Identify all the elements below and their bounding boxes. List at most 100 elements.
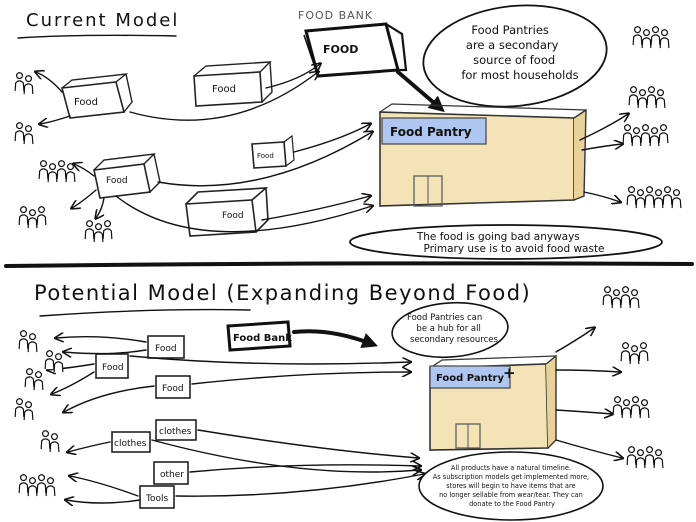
current-source-box-label: Food — [212, 84, 236, 95]
person-icon — [638, 342, 649, 362]
arrow-item-to-pantry — [151, 439, 420, 472]
people-group — [40, 430, 60, 453]
person-icon — [84, 220, 95, 240]
people-group — [14, 122, 34, 145]
arrow-pantry-to-people — [555, 439, 622, 458]
potential-food-pantry-building: Food Pantry + — [429, 354, 557, 451]
current-source-box-3: Food — [251, 134, 295, 169]
current-secondary-source-bubble: Food Pantries are a secondary source of … — [422, 4, 608, 108]
current-source-box-label: Food — [74, 97, 98, 108]
person-icon — [620, 286, 631, 306]
person-icon — [621, 399, 632, 419]
potential-hub-bubble: Food Pantries can be a hub for all secon… — [391, 301, 509, 359]
potential-item-box: Food — [147, 335, 185, 359]
person-icon — [629, 345, 640, 365]
svg-text:Food Pantries are a se: Food Pantries are a secondary source of … — [461, 23, 578, 82]
arrow-box-to-pantry — [115, 195, 372, 233]
person-icon — [33, 371, 44, 391]
arrow-item-to-people — [70, 476, 139, 497]
current-source-box-2: Food — [193, 61, 273, 107]
person-icon — [45, 477, 56, 497]
hub-bubble-line: Food Pantries can — [407, 313, 482, 323]
person-icon — [612, 396, 623, 416]
arrow-item-to-people — [66, 500, 141, 503]
current-model-section: Current Model FOOD BANK FOOD Food Food F… — [17, 4, 663, 260]
arrow-box-to-pantry — [261, 196, 370, 221]
potential-item-box: other — [153, 461, 189, 485]
timeline-note-line: All products have a natural timeline. — [451, 464, 571, 472]
person-icon — [644, 446, 655, 466]
people-group — [24, 368, 44, 391]
person-icon — [27, 477, 38, 497]
person-icon — [655, 89, 666, 109]
person-icon — [644, 186, 655, 206]
section-divider — [4, 261, 694, 268]
person-icon — [14, 398, 25, 418]
item-box-label: Tools — [145, 494, 168, 504]
current-food-bank-caption: FOOD BANK — [298, 9, 373, 22]
item-box-label: clothes — [159, 427, 192, 437]
person-icon — [611, 289, 622, 309]
person-icon — [14, 122, 25, 142]
current-pantry-sign: Food Pantry — [390, 125, 472, 139]
bubble-line: Food Pantries — [471, 23, 549, 37]
arrow-item-to-pantry — [129, 355, 410, 364]
bubble-line: source of food — [473, 53, 555, 67]
arrow-box-to-pantry — [293, 124, 370, 153]
waste-note-line: Primary use is to avoid food waste — [423, 243, 604, 255]
person-icon — [93, 223, 104, 243]
arrow-foodbank-to-hub — [292, 329, 378, 349]
person-icon — [662, 186, 673, 206]
item-box-label: Food — [102, 363, 124, 373]
person-icon — [659, 29, 670, 49]
arrow-box-to-people — [40, 115, 71, 124]
current-source-box-label: Food — [222, 211, 244, 221]
people-group — [612, 396, 650, 419]
person-icon — [631, 127, 642, 147]
person-icon — [56, 160, 67, 180]
timeline-note-line: donate to the Food Pantry — [469, 500, 555, 508]
waste-note-line: The food is going bad anyways — [416, 231, 580, 243]
person-icon — [18, 330, 29, 350]
arrow-box-to-people — [72, 189, 97, 208]
potential-food-bank-label: Food Bank — [233, 333, 292, 344]
potential-timeline-note: All products have a natural timeline. As… — [418, 451, 604, 521]
people-group — [626, 186, 682, 209]
potential-item-box: Food — [155, 375, 191, 399]
arrow-item-to-people — [52, 371, 95, 394]
person-icon — [626, 186, 637, 206]
potential-pantry-sign: Food Pantry — [436, 373, 504, 384]
potential-model-title: Potential Model (Expanding Beyond Food) — [34, 281, 531, 305]
arrow-item-to-pantry — [191, 372, 410, 385]
people-group — [84, 220, 113, 243]
person-icon — [18, 474, 29, 494]
person-icon — [49, 433, 60, 453]
people-group — [14, 72, 34, 95]
potential-title-underline — [39, 308, 251, 317]
people-group — [620, 342, 649, 365]
arrow-pantry-to-people — [555, 410, 612, 414]
hub-bubble-line: be a hub for all — [416, 324, 480, 334]
current-food-waste-note: The food is going bad anyways Primary us… — [349, 224, 663, 260]
svg-text:All products have a natural ti: All products have a natural timeline. As… — [433, 464, 592, 508]
person-icon — [36, 474, 47, 494]
arrow-item-to-people — [68, 441, 111, 452]
current-source-box-5: Food — [185, 187, 269, 237]
person-icon — [18, 206, 29, 226]
current-food-pantry-building: Food Pantry — [379, 103, 587, 207]
arrow-box-to-people — [36, 72, 63, 93]
current-source-box-4: Food — [93, 153, 161, 199]
arrow-pantry-to-people — [555, 328, 594, 353]
arrow-box-to-foodbank — [265, 64, 320, 89]
person-icon — [23, 401, 34, 421]
people-group — [18, 330, 38, 353]
potential-item-box: Tools — [139, 485, 175, 509]
timeline-note-line: As subscription models get implemented m… — [433, 473, 589, 481]
person-icon — [36, 206, 47, 226]
person-icon — [632, 26, 643, 46]
person-icon — [27, 209, 38, 229]
hub-bubble-line: secondary resources — [410, 335, 499, 345]
arrow-pantry-to-people — [581, 144, 622, 151]
people-group — [632, 26, 670, 49]
potential-food-bank-box: Food Bank — [226, 320, 292, 352]
